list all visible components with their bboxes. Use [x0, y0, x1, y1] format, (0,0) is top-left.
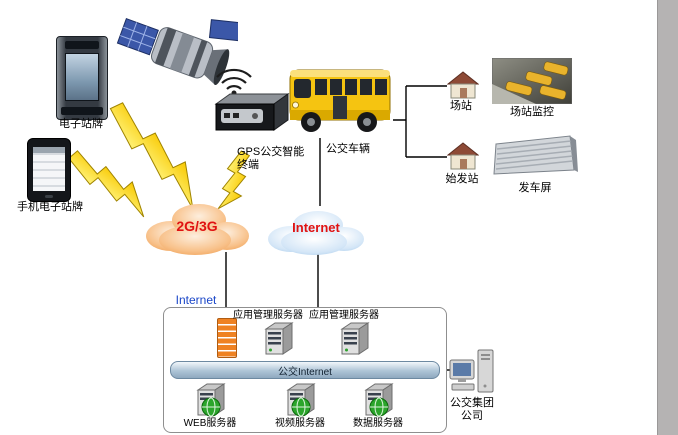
server-icon: [340, 322, 370, 355]
company-label-line2: 公司: [461, 410, 483, 422]
server-icon: [264, 322, 294, 355]
departure-screen-label: 发车屏: [518, 182, 552, 194]
firewall-icon: [217, 318, 237, 358]
gps-terminal-label: GPS公交智能 终端: [237, 146, 304, 172]
backbone-label: 公交Internet: [278, 366, 332, 378]
web-server: [190, 381, 230, 417]
globe-server-icon: [196, 383, 226, 417]
kiosk-base: [61, 107, 103, 115]
station-house-icon: [446, 71, 480, 99]
gps-terminal-label-line2: 终端: [237, 159, 259, 171]
lightning-bolt-icon: [102, 95, 212, 212]
kiosk-header: [65, 41, 99, 49]
app-server-2: [334, 320, 374, 356]
gps-terminal-label-line1: GPS公交智能: [237, 146, 305, 158]
bus-icon: [289, 69, 391, 132]
depot-photo-icon: [491, 57, 573, 105]
cloud-2g3g-label: 2G/3G: [176, 218, 218, 234]
backbone-bar: 公交Internet: [170, 361, 440, 379]
cloud-internet: Internet: [266, 204, 366, 258]
gps-terminal: [208, 50, 293, 140]
origin-station-house: [446, 141, 480, 171]
page-edge-strip: [657, 0, 678, 435]
mobile-phone-icon: [27, 138, 71, 202]
origin-station-house-icon: [446, 142, 480, 170]
electronic-stop-sign-icon: [56, 36, 108, 120]
data-server-label: 数据服务器: [353, 418, 403, 429]
lightning-bolt-icon: [215, 149, 255, 215]
internet-link-label: Internet: [175, 293, 217, 307]
web-server-label: WEB服务器: [183, 418, 237, 429]
station-house: [446, 70, 480, 100]
cloud-2g3g-shape: [146, 204, 249, 255]
app-server-2-label: 应用管理服务器: [309, 310, 379, 321]
kiosk-label: 电子站牌: [59, 118, 103, 130]
phone-label: 手机电子站牌: [17, 201, 83, 213]
data-server: [358, 381, 398, 417]
bus-label: 公交车辆: [326, 143, 370, 155]
departure-screen: [492, 134, 578, 180]
app-server-1-label: 应用管理服务器: [233, 310, 303, 321]
bus: [287, 58, 393, 138]
lightning-bolt-icon: [63, 144, 156, 220]
company-label: 公交集团 公司: [441, 397, 503, 423]
gps-terminal-icon: [214, 68, 290, 131]
globe-server-icon: [286, 383, 316, 417]
workstation-icon: [449, 349, 494, 393]
led-screen-icon: [493, 135, 578, 175]
company-workstation: [448, 346, 496, 398]
video-server: [280, 381, 320, 417]
lightning-bolts: [63, 95, 254, 220]
kiosk-screen: [65, 53, 99, 101]
video-server-label: 视频服务器: [275, 418, 325, 429]
company-label-line1: 公交集团: [450, 397, 494, 409]
station-label: 场站: [450, 100, 472, 112]
wifi-signal-icon: [216, 68, 252, 90]
globe-server-icon: [364, 383, 394, 417]
phone-screen: [33, 147, 65, 191]
origin-station-label: 始发站: [445, 173, 479, 185]
cloud-internet-shape: [268, 211, 364, 255]
station-monitor: [491, 57, 573, 105]
cloud-internet-label: Internet: [292, 220, 340, 235]
bus-to-stations-connector: [393, 85, 447, 158]
cloud-2g3g: 2G/3G: [143, 196, 251, 258]
app-server-1: [258, 320, 298, 356]
station-monitor-label: 场站监控: [510, 106, 554, 118]
